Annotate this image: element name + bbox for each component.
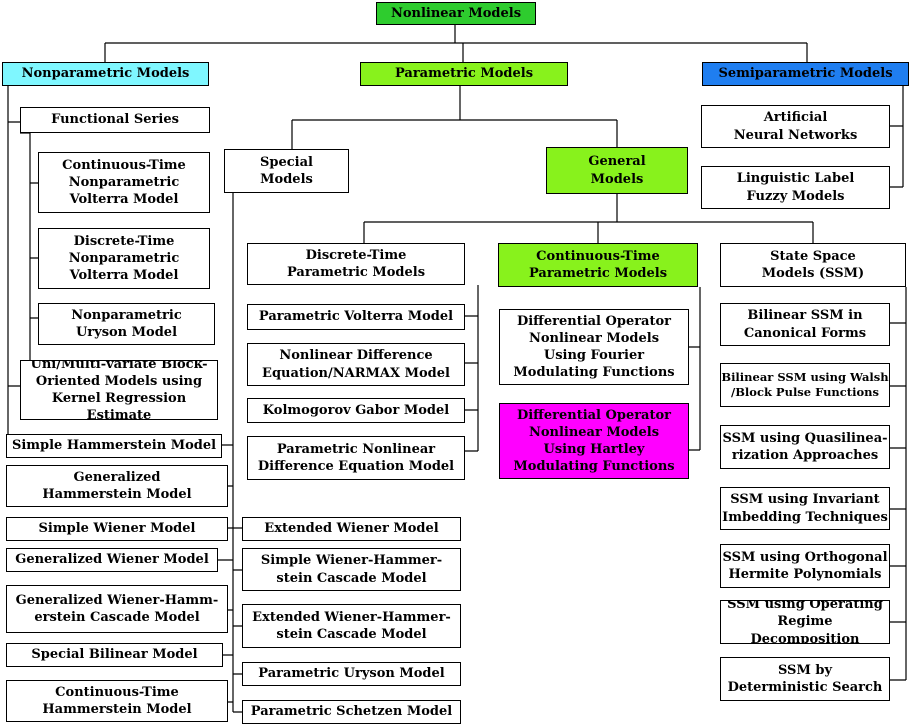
connector	[218, 444, 242, 713]
fuzzy-label: Linguistic Label Fuzzy Models	[736, 171, 855, 204]
bilinear-ssm-walsh-label: Bilinear SSM using Walsh /Block Pulse Fu…	[721, 369, 889, 399]
parametric-volterra-node: Parametric Volterra Model	[247, 304, 465, 330]
ssm-quasilinear-node: SSM using Quasilinea- rization Approache…	[720, 425, 890, 469]
root-label: Nonlinear Models	[390, 5, 522, 21]
extended-wh-cascade-node: Extended Wiener-Hammer- stein Cascade Mo…	[242, 604, 461, 648]
ct-hammerstein-node: Continuous-Time Hammerstein Model	[6, 680, 228, 722]
diff-op-hartley-node: Differential Operator Nonlinear Models U…	[499, 403, 689, 479]
ct-nonparametric-volterra-label: Continuous-Time Nonparametric Volterra M…	[62, 157, 186, 208]
generalized-wh-cascade-node: Generalized Wiener-Hamm- erstein Cascade…	[6, 585, 228, 633]
special-bilinear-node: Special Bilinear Model	[6, 643, 223, 667]
kolmogorov-gabor-node: Kolmogorov Gabor Model	[247, 398, 465, 423]
nonparametric-models-node: Nonparametric Models	[2, 62, 209, 86]
dt-nonparametric-volterra-label: Discrete-Time Nonparametric Volterra Mod…	[68, 233, 180, 284]
parametric-schetzen-label: Parametric Schetzen Model	[250, 704, 453, 720]
connector	[29, 133, 38, 390]
bilinear-ssm-walsh-node: Bilinear SSM using Walsh /Block Pulse Fu…	[720, 363, 890, 407]
general-models-node: General Models	[546, 147, 688, 194]
ssm-deterministic-label: SSM by Deterministic Search	[727, 662, 883, 695]
special-models-node: Special Models	[224, 149, 349, 193]
extended-wiener-label: Extended Wiener Model	[264, 521, 439, 537]
extended-wiener-node: Extended Wiener Model	[242, 517, 461, 541]
connector	[689, 287, 701, 451]
diff-op-hartley-label: Differential Operator Nonlinear Models U…	[513, 407, 675, 475]
ssm-operating-regime-label: SSM using Operating Regime Decomposition	[727, 600, 883, 644]
root-node: Nonlinear Models	[376, 2, 536, 25]
connector	[7, 86, 20, 445]
simple-hammerstein-label: Simple Hammerstein Model	[11, 438, 217, 454]
parametric-uryson-label: Parametric Uryson Model	[258, 666, 445, 682]
dt-parametric-models-label: Discrete-Time Parametric Models	[286, 247, 426, 280]
simple-hammerstein-node: Simple Hammerstein Model	[6, 434, 222, 458]
connector	[890, 287, 907, 681]
semiparametric-models-node: Semiparametric Models	[702, 62, 909, 86]
ssm-invariant-node: SSM using Invariant Imbedding Techniques	[720, 487, 890, 530]
block-oriented-node: Uni/Multi-variate Block- Oriented Models…	[20, 360, 218, 420]
ct-parametric-models-label: Continuous-Time Parametric Models	[528, 248, 668, 281]
generalized-hammerstein-node: Generalized Hammerstein Model	[6, 465, 228, 507]
bilinear-ssm-canonical-label: Bilinear SSM in Canonical Forms	[743, 308, 867, 341]
ssm-operating-regime-node: SSM using Operating Regime Decomposition	[720, 600, 890, 644]
simple-wh-cascade-node: Simple Wiener-Hammer- stein Cascade Mode…	[242, 548, 461, 591]
ssm-invariant-label: SSM using Invariant Imbedding Techniques	[722, 492, 888, 525]
special-bilinear-label: Special Bilinear Model	[31, 647, 198, 663]
param-nonlinear-diff-label: Parametric Nonlinear Difference Equation…	[257, 441, 455, 474]
special-models-label: Special Models	[260, 154, 313, 187]
nonparametric-uryson-label: Nonparametric Uryson Model	[71, 307, 182, 340]
connector	[291, 86, 618, 149]
functional-series-node: Functional Series	[20, 107, 210, 133]
nonparametric-uryson-node: Nonparametric Uryson Model	[38, 303, 215, 345]
ssm-quasilinear-label: SSM using Quasilinea- rization Approache…	[722, 430, 888, 463]
parametric-schetzen-node: Parametric Schetzen Model	[242, 700, 461, 724]
ct-hammerstein-label: Continuous-Time Hammerstein Model	[42, 684, 192, 717]
dt-nonparametric-volterra-node: Discrete-Time Nonparametric Volterra Mod…	[38, 228, 210, 289]
connector	[104, 25, 808, 62]
param-nonlinear-diff-node: Parametric Nonlinear Difference Equation…	[247, 436, 465, 480]
simple-wh-cascade-label: Simple Wiener-Hammer- stein Cascade Mode…	[260, 553, 443, 586]
ssm-deterministic-node: SSM by Deterministic Search	[720, 657, 890, 701]
ann-node: Artificial Neural Networks	[701, 105, 890, 148]
generalized-wiener-label: Generalized Wiener Model	[15, 552, 209, 568]
block-oriented-label: Uni/Multi-variate Block- Oriented Models…	[30, 360, 208, 420]
ann-label: Artificial Neural Networks	[733, 110, 858, 143]
generalized-hammerstein-label: Generalized Hammerstein Model	[42, 469, 192, 502]
fuzzy-node: Linguistic Label Fuzzy Models	[701, 166, 890, 209]
generalized-wh-cascade-label: Generalized Wiener-Hamm- erstein Cascade…	[15, 592, 219, 625]
narmax-node: Nonlinear Difference Equation/NARMAX Mod…	[247, 343, 465, 386]
parametric-uryson-node: Parametric Uryson Model	[242, 662, 461, 686]
ssm-node: State Space Models (SSM)	[720, 243, 906, 287]
ssm-hermite-node: SSM using Orthogonal Hermite Polynomials	[720, 544, 890, 588]
ssm-hermite-label: SSM using Orthogonal Hermite Polynomials	[722, 549, 888, 582]
general-models-label: General Models	[588, 154, 646, 187]
nonparametric-label: Nonparametric Models	[21, 66, 190, 82]
connector	[465, 285, 479, 452]
kolmogorov-gabor-label: Kolmogorov Gabor Model	[262, 402, 450, 418]
connector	[363, 194, 814, 243]
narmax-label: Nonlinear Difference Equation/NARMAX Mod…	[262, 348, 450, 381]
functional-series-label: Functional Series	[51, 112, 179, 128]
dt-parametric-models-node: Discrete-Time Parametric Models	[247, 243, 465, 285]
parametric-volterra-label: Parametric Volterra Model	[258, 309, 454, 325]
ct-parametric-models-node: Continuous-Time Parametric Models	[498, 243, 698, 287]
simple-wiener-node: Simple Wiener Model	[6, 517, 228, 541]
generalized-wiener-node: Generalized Wiener Model	[6, 548, 218, 572]
bilinear-ssm-canonical-node: Bilinear SSM in Canonical Forms	[720, 303, 890, 346]
ct-nonparametric-volterra-node: Continuous-Time Nonparametric Volterra M…	[38, 152, 210, 213]
diff-op-fourier-node: Differential Operator Nonlinear Models U…	[499, 309, 689, 385]
ssm-label: State Space Models (SSM)	[761, 248, 865, 281]
connector	[890, 86, 904, 188]
parametric-label: Parametric Models	[394, 66, 534, 82]
diff-op-fourier-label: Differential Operator Nonlinear Models U…	[513, 313, 675, 381]
parametric-models-node: Parametric Models	[360, 62, 568, 86]
extended-wh-cascade-label: Extended Wiener-Hammer- stein Cascade Mo…	[252, 609, 451, 642]
simple-wiener-label: Simple Wiener Model	[38, 521, 196, 537]
semiparametric-label: Semiparametric Models	[718, 66, 893, 82]
